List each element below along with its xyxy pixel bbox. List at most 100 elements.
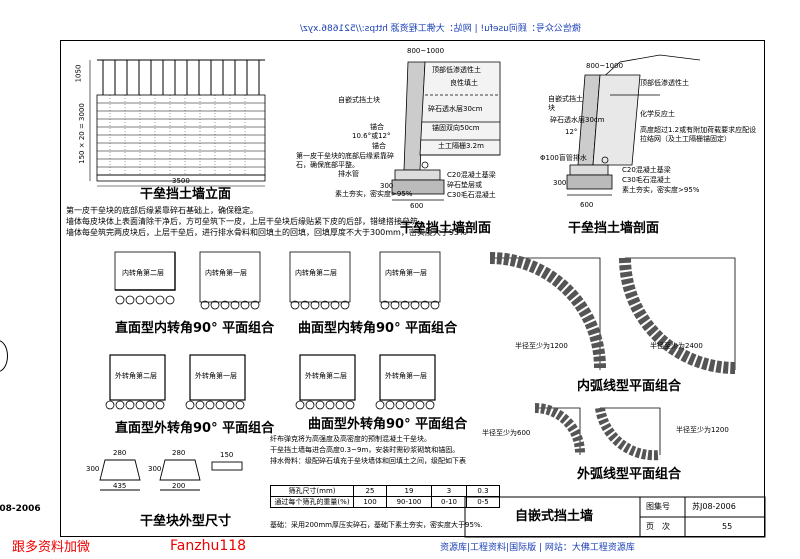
s2-angle: 12° [565, 128, 578, 136]
elev-dim-bottom: 3500 [172, 177, 190, 185]
filter-note-1: 纤布弹克将为高强度及高密度的预制混凝土干垒块。 [270, 435, 431, 443]
filter-note-3: 排水骨料：级配碎石填充于垒块墙体和回填土之间，级配如下表 [270, 457, 466, 465]
table-cell: 19 [386, 485, 432, 497]
table-cell: 通过每个筛孔的重量(%) [270, 496, 354, 508]
sieve-table: 筛孔尺寸(mm) 25 19 3 0.3 通过每个筛孔的重量(%) 100 90… [270, 485, 500, 508]
table-cell: 0.3 [466, 485, 500, 497]
s2-c30: C30毛石混凝土 [622, 176, 671, 184]
table-cell: 0-5 [466, 496, 500, 508]
table-cell: 90-100 [386, 496, 432, 508]
arc-r3: 半径至少为600 [482, 429, 531, 437]
bs-d4: 280 [172, 449, 186, 457]
s1-angle: 10.6°或12° [352, 132, 391, 140]
s2-dim-bottom: 600 [580, 201, 594, 209]
section2-title: 干垒挡土墙剖面 [568, 221, 660, 236]
arc-r2: 半径至少为2400 [650, 342, 703, 350]
arc-r4: 半径至少为1200 [676, 426, 729, 434]
s2-c20: C20混凝土基梁 [622, 166, 671, 174]
watermark-bottom-left: 跟多资料加微 [12, 540, 91, 555]
table-cell: 100 [353, 496, 387, 508]
titleblock-set-no: 苏J08-2006 [692, 502, 736, 511]
s2-chem: 化学反应土 [640, 110, 675, 118]
arc-inner-title: 内弧线型平面组合 [577, 379, 682, 394]
titleblock-set-label: 图集号 [646, 502, 670, 511]
plan-inner-straight-drawing [114, 251, 261, 310]
plan-is-l1: 内转角第二层 [122, 269, 164, 277]
table-cell: 25 [353, 485, 387, 497]
elev-dim-top: 1050 [74, 64, 83, 83]
watermark-bottom-right: 资源库|工程资料|国际版 | 网站：大佛工程资源库 [440, 543, 635, 553]
elev-dim-side: 150 × 20 = 3000 [77, 103, 86, 164]
elevation-title: 干垒挡土墙立面 [140, 187, 232, 202]
table-cell: 筛孔尺寸(mm) [270, 485, 354, 497]
s2-block: 自嵌式挡土块 [548, 95, 583, 112]
plan-is-l2: 内转角第一层 [205, 269, 247, 277]
note-2: 墙体每皮块体上表面清除干净后，方可垒筑下一皮，上层干垒块后缘贴紧下皮的后部，错缝… [66, 217, 426, 226]
bs-d1: 280 [113, 449, 127, 457]
s1-top-soil: 顶部低渗透性土 [432, 66, 481, 74]
s1-grid2: 锚合 [372, 142, 386, 150]
plan-os-l1: 外转角第二层 [115, 372, 157, 380]
s1-c20: C20混凝土基梁 [447, 171, 496, 179]
table-cell: 0-10 [431, 496, 467, 508]
s2-note: 高度超过1.2或有附加荷载要求应配设拉结网（及土工隔栅锚固定） [640, 126, 757, 143]
section1-drawing [391, 61, 501, 201]
plan-oc-l1: 外转角第二层 [305, 372, 347, 380]
note-3: 墙体每垒筑完两皮块后，上层干垒后，进行排水骨料和回填土的回填，回填厚度不大于30… [66, 228, 467, 237]
titleblock-lines [464, 496, 766, 538]
titleblock-page-no: 55 [722, 522, 733, 531]
s1-first-course: 第一皮干垒块的底部后缘紧靠碎石，确保底部平整。 [296, 152, 394, 169]
s1-good-soil: 良性填土 [450, 79, 478, 87]
section1-title: 干垒挡土墙剖面 [400, 221, 492, 236]
bs-d6: 300 [148, 465, 162, 473]
blocksize-drawing [99, 459, 243, 491]
plan-ic-l2: 内转角第一层 [385, 269, 427, 277]
elevation-wall [89, 59, 266, 187]
arc-drawings [489, 252, 736, 461]
s1-geogrid: 土工隔栅3.2m [438, 142, 484, 150]
s1-c30: C30毛石混凝土 [447, 191, 496, 199]
left-edge-code: J08-2006 [0, 504, 41, 514]
plan-ic-title: 曲面型内转角90° 平面组合 [298, 321, 458, 336]
arc-r1: 半径至少为1200 [515, 342, 568, 350]
s1-gravel: 碎石透水层30cm [428, 105, 483, 113]
s2-top-soil: 顶部低渗透性土 [640, 79, 689, 87]
bs-d2: 435 [113, 482, 127, 490]
titleblock-name: 自嵌式挡土墙 [515, 509, 594, 524]
table-cell: 3 [431, 485, 467, 497]
plan-ic-l1: 内转角第二层 [295, 269, 337, 277]
s1-dim-h: 300 [380, 182, 394, 190]
plan-is-title: 直面型内转角90° 平面组合 [115, 321, 275, 336]
base-note: 基础：采用200mm厚压实碎石，基础下素土夯实，密实度大于95%. [270, 521, 483, 529]
s1-dim-bottom: 600 [410, 202, 424, 210]
s1-dim-top: 800~1000 [407, 47, 445, 55]
s1-block: 自嵌式挡土块 [338, 96, 380, 104]
plan-oc-l2: 外转角第一层 [385, 372, 427, 380]
bs-d3: 300 [86, 465, 100, 473]
s2-compact: 素土夯实，密实度>95% [622, 186, 700, 194]
plan-os-title: 直面型外转角90° 平面组合 [115, 421, 275, 436]
s2-pipe: Φ100盲管排水 [540, 154, 587, 162]
blocksize-title: 干垒块外型尺寸 [140, 514, 232, 529]
note-1: 第一皮干垒块的底部后缘紧靠碎石基础上，确保稳定。 [66, 206, 258, 215]
s2-dim-h: 300 [553, 179, 567, 187]
drawing-sheet [60, 40, 765, 537]
bs-d5: 200 [172, 482, 186, 490]
section2-drawing [566, 54, 701, 196]
s1-anchor: 锚固双向50cm [432, 124, 480, 132]
s1-compact: 素土夯实，密实度>95% [335, 190, 413, 198]
s1-pipe: 排水管 [338, 170, 359, 178]
sieve-table-row: 通过每个筛孔的重量(%) 100 90-100 0-10 0-5 [270, 496, 500, 508]
plan-oc-title: 曲面型外转角90° 平面组合 [308, 417, 468, 432]
plan-outer-curved-drawing [295, 354, 436, 410]
s2-gravel: 碎石透水层30cm [550, 116, 605, 124]
s1-cushion: 碎石垫层或 [447, 181, 482, 189]
s2-dim-top: 800~1000 [586, 62, 624, 70]
bs-d7: 150 [220, 451, 234, 459]
s1-grid: 锚合 [370, 123, 384, 131]
filter-note-2: 干垒挡土墙每进合高度0.3~9m，安装时需砂浆砌筑和锚固。 [270, 446, 460, 454]
plan-outer-straight-drawing [105, 354, 246, 410]
plan-inner-curved-drawing [289, 251, 441, 310]
watermark-bottom-mid: Fanzhu118 [170, 538, 247, 554]
